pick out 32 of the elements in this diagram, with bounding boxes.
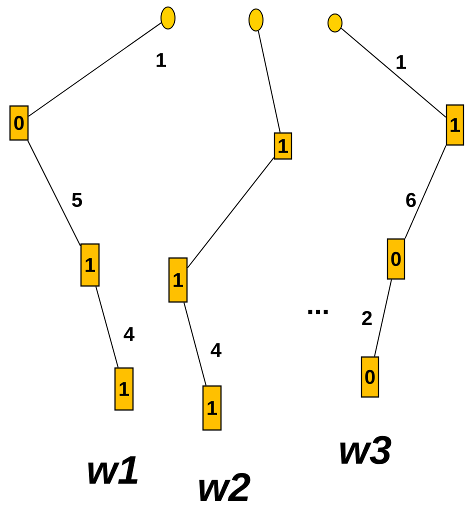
edge-label: 1: [394, 54, 408, 70]
dots: ...: [308, 310, 328, 314]
tree-edge: [187, 157, 274, 268]
edge-label: 4: [209, 342, 223, 358]
root-oval: [328, 14, 342, 32]
tree-edge: [95, 286, 119, 368]
tree-edge: [27, 140, 81, 246]
bit-box: 1: [202, 385, 222, 431]
tree-edge: [184, 302, 206, 386]
bit-box: 0: [360, 356, 380, 398]
root-oval: [248, 8, 264, 32]
tree-edge: [340, 28, 446, 118]
bit-box: 1: [274, 132, 292, 160]
edge-label: 5: [70, 192, 84, 208]
bit-box: 0: [9, 105, 29, 141]
bit-box: 1: [114, 367, 134, 411]
tree-edge: [28, 22, 162, 117]
series-label: w2: [199, 473, 250, 501]
tree-edge: [374, 279, 392, 357]
tree-edge: [404, 145, 446, 239]
root-oval: [160, 6, 176, 30]
edge-label: 1: [154, 52, 168, 68]
bit-box: 0: [386, 238, 406, 280]
edge-label: 4: [122, 326, 136, 342]
bit-box: 1: [80, 243, 100, 287]
edge-label: 6: [404, 192, 418, 208]
bit-box: 1: [168, 257, 188, 303]
series-label: w1: [88, 456, 138, 484]
series-label: w3: [340, 436, 392, 464]
bit-box: 1: [446, 104, 464, 146]
tree-edge: [258, 30, 281, 133]
edge-label: 2: [360, 310, 374, 326]
